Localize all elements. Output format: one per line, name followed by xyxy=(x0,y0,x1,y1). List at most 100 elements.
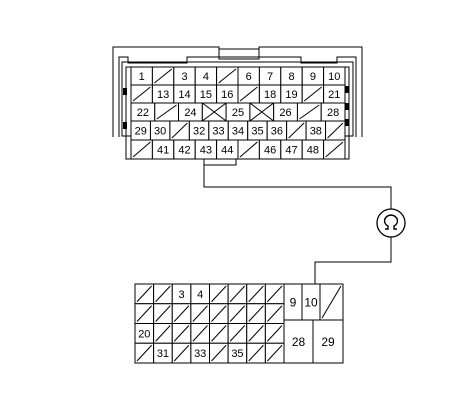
pin-cell: 32 xyxy=(188,120,210,141)
pin-cell: 33 xyxy=(208,120,229,141)
empty-cavity-mark xyxy=(136,285,152,303)
empty-cavity-mark xyxy=(211,285,227,303)
pin-number: 7 xyxy=(267,71,273,83)
pin-number: 48 xyxy=(307,144,319,156)
connector-top-keys xyxy=(123,86,349,129)
pin-cell xyxy=(190,303,210,324)
pin-number: 31 xyxy=(157,348,169,360)
pin-cell xyxy=(154,102,180,122)
pin-cell xyxy=(209,303,229,324)
pin-number: 20 xyxy=(138,328,150,340)
pin-cell xyxy=(246,283,266,305)
pin-cell xyxy=(209,323,229,344)
pin-number: 8 xyxy=(288,71,294,83)
empty-cavity-mark xyxy=(211,325,227,342)
pin-cell xyxy=(325,120,346,141)
pin-cell: 7 xyxy=(258,66,282,86)
empty-cavity-mark xyxy=(156,104,177,120)
pin-number: 18 xyxy=(264,89,276,101)
pin-cell xyxy=(201,102,227,122)
empty-cavity-mark xyxy=(267,285,283,303)
pin-cell: 3 xyxy=(173,66,196,86)
empty-cavity-mark xyxy=(303,86,322,102)
pin-cell xyxy=(227,303,248,324)
empty-cavity-mark xyxy=(327,122,344,139)
pin-number: 10 xyxy=(328,71,340,83)
empty-cavity-mark xyxy=(171,122,188,139)
empty-cavity-mark xyxy=(154,68,173,84)
pin-cell: 35 xyxy=(227,342,248,364)
pin-cell: 48 xyxy=(301,139,325,160)
pin-cell xyxy=(134,342,155,364)
pin-cell xyxy=(246,342,266,364)
pin-cell xyxy=(264,283,285,305)
pin-cell xyxy=(171,342,192,364)
plugged-cavity-mark xyxy=(249,102,274,122)
pin-cell xyxy=(246,323,266,344)
pin-cell xyxy=(301,84,325,104)
pin-cell: 3 xyxy=(171,283,192,305)
pin-number: 19 xyxy=(285,89,297,101)
pin-number: 44 xyxy=(221,144,233,156)
pin-cell xyxy=(171,303,192,324)
empty-cavity-mark xyxy=(239,86,258,102)
pin-cell: 46 xyxy=(258,139,282,160)
pin-cell xyxy=(323,139,346,160)
pin-cell xyxy=(169,120,190,141)
pin-cell: 9 xyxy=(301,66,325,86)
pin-cell: 21 xyxy=(323,84,346,104)
empty-cavity-mark xyxy=(173,305,190,322)
pin-cell: 8 xyxy=(280,66,303,86)
empty-cavity-mark xyxy=(325,141,344,158)
pin-number: 4 xyxy=(197,289,203,301)
pin-cell xyxy=(209,283,229,305)
pin-number: 16 xyxy=(221,89,233,101)
pin-number: 9 xyxy=(310,71,316,83)
pin-cell: 31 xyxy=(153,342,173,364)
pin-cell xyxy=(237,84,260,104)
ground-terminal-icon xyxy=(376,208,406,238)
empty-cavity-mark xyxy=(192,305,208,322)
empty-cavity-mark xyxy=(229,305,246,322)
pin-cell: 19 xyxy=(280,84,303,104)
pin-number: 33 xyxy=(212,125,224,137)
pin-cell xyxy=(264,323,285,344)
empty-cavity-mark xyxy=(211,344,227,362)
pin-cell: 28 xyxy=(283,319,314,364)
empty-cavity-mark xyxy=(132,86,151,102)
pin-number: 25 xyxy=(232,107,244,119)
pin-cell xyxy=(153,283,173,305)
pin-cell xyxy=(286,120,307,141)
empty-cavity-mark xyxy=(321,285,342,319)
pin-cell: 15 xyxy=(194,84,218,104)
pin-cell xyxy=(216,66,239,86)
pin-number: 3 xyxy=(181,71,187,83)
pin-cell: 35 xyxy=(247,120,268,141)
pin-cell: 41 xyxy=(151,139,175,160)
empty-cavity-mark xyxy=(155,325,171,342)
empty-cavity-mark xyxy=(267,344,283,362)
pin-cell: 18 xyxy=(258,84,282,104)
pin-number: 15 xyxy=(200,89,212,101)
empty-cavity-mark xyxy=(248,344,264,362)
pin-cell: 29 xyxy=(312,319,344,364)
pin-cell: 25 xyxy=(225,102,251,122)
pin-number: 29 xyxy=(321,335,335,349)
pin-cell xyxy=(264,342,285,364)
pin-cell: 43 xyxy=(194,139,218,160)
pin-cell xyxy=(151,66,175,86)
pin-cell xyxy=(153,323,173,344)
pin-number: 47 xyxy=(285,144,297,156)
wire-segment-bottom xyxy=(314,237,392,284)
pin-cell: 9 xyxy=(283,283,303,321)
pin-cell: 10 xyxy=(323,66,346,86)
pin-cell: 20 xyxy=(134,323,155,344)
pin-number: 32 xyxy=(193,125,205,137)
pin-number: 36 xyxy=(271,125,283,137)
pin-number: 22 xyxy=(137,107,149,119)
pin-cell: 42 xyxy=(173,139,196,160)
empty-cavity-mark xyxy=(192,325,208,342)
empty-cavity-mark xyxy=(218,68,237,84)
